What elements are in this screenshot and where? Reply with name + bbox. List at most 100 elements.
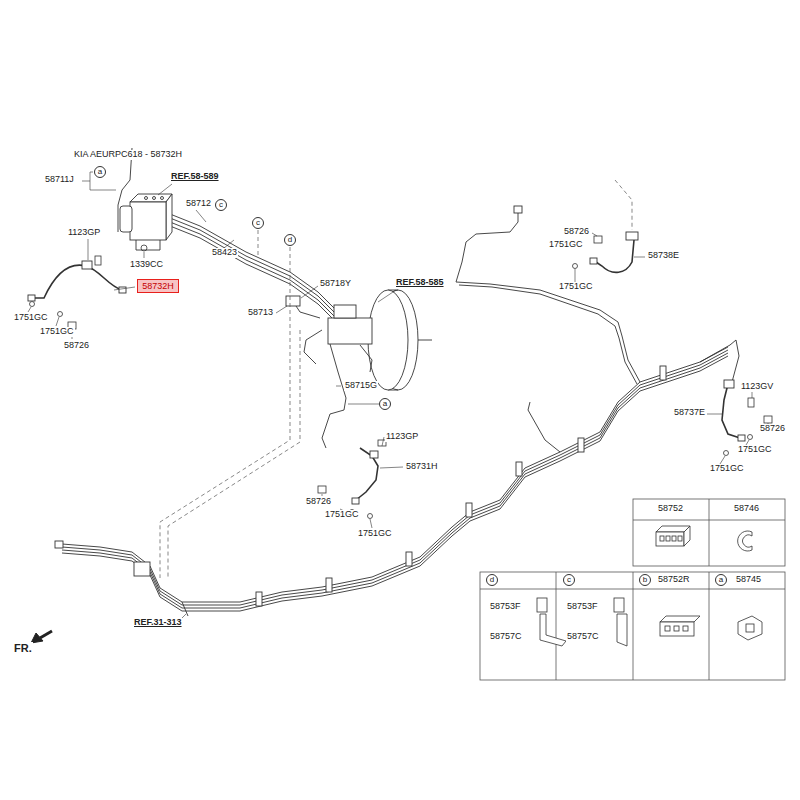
callout-letter: a bbox=[379, 398, 391, 410]
hose-bracket bbox=[738, 435, 745, 441]
parts-table bbox=[633, 499, 785, 566]
leader-line bbox=[370, 519, 372, 528]
clip-icon bbox=[678, 536, 682, 541]
leader-line bbox=[348, 404, 379, 405]
clip-icon bbox=[746, 624, 754, 632]
clip-icon bbox=[738, 616, 762, 640]
junction-block bbox=[516, 462, 522, 476]
brake-line-bundle bbox=[62, 214, 728, 611]
brake-line-bundle bbox=[170, 218, 338, 316]
table-cell: 58757C bbox=[566, 632, 600, 642]
junction-block bbox=[326, 578, 332, 592]
part-number: 58712 bbox=[185, 199, 212, 209]
junction-block bbox=[286, 296, 300, 306]
callout-letter-text: d bbox=[288, 236, 292, 244]
brake-line-bundle bbox=[170, 226, 338, 324]
leader-line bbox=[144, 252, 145, 258]
bolt-washer bbox=[30, 236, 773, 519]
callout-letter-text: a bbox=[719, 576, 723, 584]
hose-bracket bbox=[514, 206, 522, 213]
reference-link: REF.58-585 bbox=[395, 278, 445, 288]
clip-icon bbox=[540, 614, 566, 646]
hose-bracket bbox=[626, 232, 638, 240]
callout-letter-text: a bbox=[98, 168, 102, 176]
clip-icon bbox=[614, 598, 624, 612]
part-number: 58713 bbox=[247, 308, 274, 318]
part-number-text: 58732H bbox=[142, 282, 174, 291]
hose-bracket bbox=[590, 258, 597, 264]
callout-letter: c bbox=[563, 574, 575, 586]
reference-link: REF.58-589 bbox=[170, 172, 220, 182]
junction-block bbox=[466, 503, 472, 517]
clip-icon bbox=[656, 532, 684, 546]
direction-label: FR. bbox=[13, 642, 33, 654]
brake-line-bundle bbox=[170, 214, 338, 312]
hose-bracket bbox=[28, 206, 745, 548]
bolt-washer bbox=[95, 256, 101, 265]
callout-letter-text: c bbox=[567, 576, 571, 584]
brake-booster bbox=[360, 345, 372, 372]
phantom-line bbox=[160, 180, 632, 578]
part-number: 1123GV bbox=[740, 382, 774, 392]
brake-booster bbox=[328, 318, 372, 344]
table-cell: 58752 bbox=[657, 504, 684, 514]
bolt-washer bbox=[748, 435, 753, 440]
bolt-washer bbox=[724, 451, 729, 456]
junction-block bbox=[578, 438, 584, 452]
brake-line-bundle bbox=[62, 353, 728, 608]
junction-block bbox=[134, 296, 666, 606]
abs-unit bbox=[161, 197, 164, 200]
bolt-washer bbox=[318, 486, 326, 493]
junction-block bbox=[660, 366, 666, 380]
highlighted-part-number: 58732H bbox=[137, 279, 179, 293]
part-number: 1751GC bbox=[39, 327, 75, 337]
hose-bracket bbox=[370, 451, 378, 458]
leader-line bbox=[114, 287, 135, 290]
callout-letter: a bbox=[94, 166, 106, 178]
brake-booster bbox=[334, 305, 356, 318]
hose-bracket bbox=[55, 541, 63, 548]
parts-table bbox=[633, 499, 785, 566]
leader-line bbox=[378, 290, 396, 302]
brake-line-bundle bbox=[170, 222, 338, 320]
abs-unit bbox=[130, 194, 172, 202]
clip-icon bbox=[738, 531, 752, 551]
brake-tube bbox=[322, 344, 346, 448]
phantom-line bbox=[160, 247, 290, 578]
brake-tube bbox=[118, 148, 132, 232]
leader-line bbox=[301, 286, 318, 298]
abs-unit bbox=[145, 197, 148, 200]
front-arrow bbox=[40, 631, 52, 638]
table-cell: 58753F bbox=[489, 602, 522, 612]
bolt-washer bbox=[58, 312, 63, 317]
leader-line bbox=[322, 494, 323, 496]
brake-tube bbox=[118, 148, 739, 616]
part-number: 58726 bbox=[563, 227, 590, 237]
leader-line bbox=[336, 386, 341, 387]
part-number: 58731H bbox=[405, 462, 439, 472]
parts-table bbox=[480, 572, 785, 680]
callout-letter: d bbox=[284, 234, 296, 246]
junction-block bbox=[134, 562, 150, 576]
part-number: 1751GC bbox=[737, 445, 773, 455]
part-number: 58718Y bbox=[319, 279, 352, 289]
leader-line bbox=[28, 307, 31, 312]
part-number: 1751GC bbox=[558, 282, 594, 292]
abs-unit bbox=[136, 240, 160, 250]
clip-icon bbox=[666, 536, 670, 541]
bolt-washer bbox=[573, 264, 578, 269]
leader-line bbox=[707, 414, 722, 415]
part-number: 58737E bbox=[673, 408, 706, 418]
part-number: 1751GC bbox=[324, 510, 360, 520]
part-number: 1751GC bbox=[13, 313, 49, 323]
leader-line bbox=[380, 467, 403, 468]
leader-line bbox=[276, 306, 287, 313]
part-number: 58711J bbox=[44, 175, 75, 185]
clip-icon bbox=[674, 626, 679, 631]
catalog-note: KIA AEURPC618 - 58732H bbox=[73, 150, 183, 160]
abs-unit bbox=[120, 194, 172, 250]
leader-line bbox=[56, 317, 59, 326]
callout-letter-text: d bbox=[490, 576, 494, 584]
leader-line bbox=[752, 392, 753, 398]
